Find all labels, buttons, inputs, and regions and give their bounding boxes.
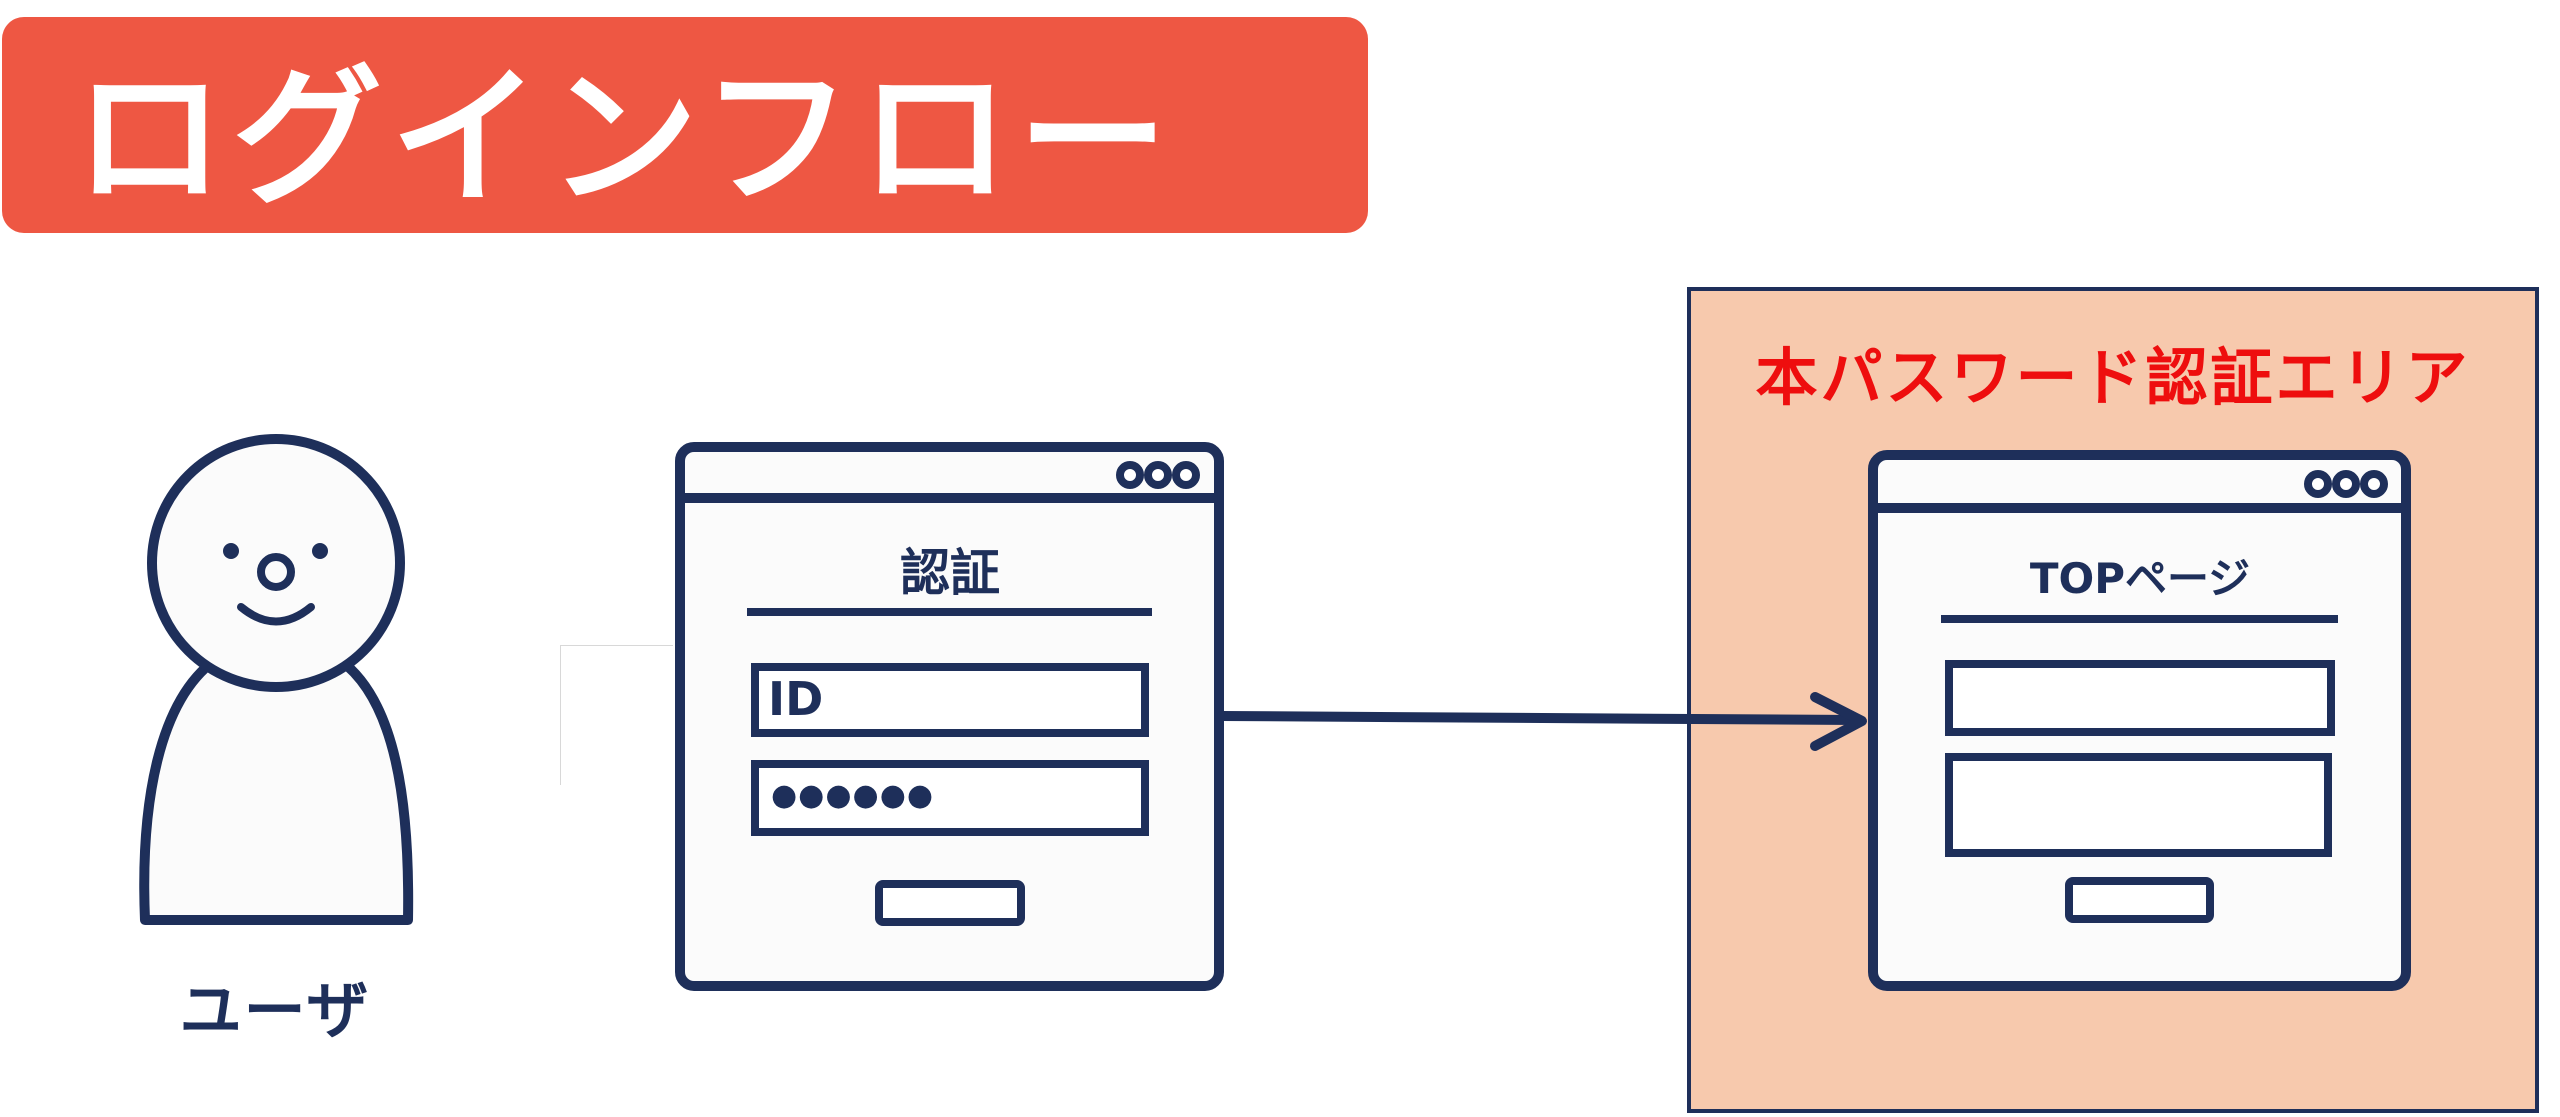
- user-icon: [139, 434, 414, 925]
- user-label: ユーザ: [179, 974, 371, 1047]
- page-title: ログインフロー: [74, 51, 1176, 226]
- title-banner: ログインフロー: [2, 17, 1368, 233]
- top-field-1: [1945, 660, 2335, 736]
- password-mask: ●●●●●●: [771, 778, 935, 813]
- flow-arrow: [1217, 692, 1867, 751]
- top-button: [2065, 877, 2214, 923]
- area-title: 本パスワード認証エリア: [1755, 341, 2471, 414]
- top-page-window: [1868, 450, 2411, 991]
- auth-window: [675, 442, 1224, 991]
- top-field-2: [1945, 753, 2332, 857]
- id-field: [751, 663, 1149, 737]
- user-face: [223, 543, 328, 626]
- window-controls-icon: [2304, 470, 2388, 498]
- top-window-title: TOPページ: [2029, 554, 2251, 603]
- login-button: [875, 880, 1025, 926]
- window-controls-icon: [1116, 461, 1200, 489]
- id-label: ID: [768, 672, 824, 726]
- faint-connector-outline: [560, 645, 673, 785]
- password-field: [751, 760, 1149, 836]
- auth-window-title: 認証: [900, 544, 1000, 602]
